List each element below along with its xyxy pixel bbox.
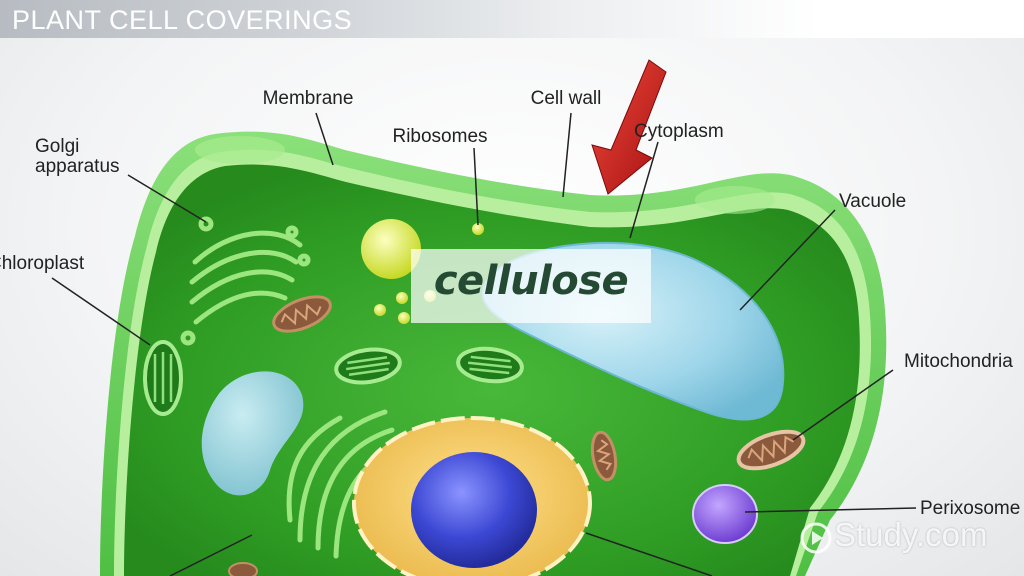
cellulose-callout-text: cellulose <box>433 258 629 304</box>
label-vacuole: Vacuole <box>839 191 906 212</box>
perixosome-organelle <box>692 484 758 544</box>
label-membrane: Membrane <box>263 88 354 109</box>
title-bar <box>0 0 1024 38</box>
leader-lines <box>51 112 917 576</box>
label-ribosomes: Ribosomes <box>392 126 487 147</box>
label-cytoplasm: Cytoplasm <box>634 121 724 142</box>
golgi-apparatus <box>180 216 311 346</box>
chloroplasts <box>143 340 524 416</box>
label-chloroplast: Chloroplast <box>0 253 85 274</box>
label-golgi-line2: apparatus <box>35 156 120 177</box>
label-perixosome: Perixosome <box>920 498 1020 519</box>
label-mitochondria: Mitochondria <box>904 351 1013 372</box>
ribosomes <box>361 219 484 324</box>
nucleus <box>411 452 537 568</box>
vacuole-left <box>201 371 304 496</box>
watermark-text: Study.com <box>834 516 988 553</box>
label-cell-wall: Cell wall <box>531 88 602 109</box>
cellulose-callout-box <box>411 249 651 323</box>
red-arrow <box>591 59 667 195</box>
play-icon <box>800 522 832 554</box>
label-golgi-line1: Golgi <box>35 136 79 157</box>
mitochondria-set <box>272 295 806 482</box>
slide-title: PLANT CELL COVERINGS <box>12 5 353 35</box>
